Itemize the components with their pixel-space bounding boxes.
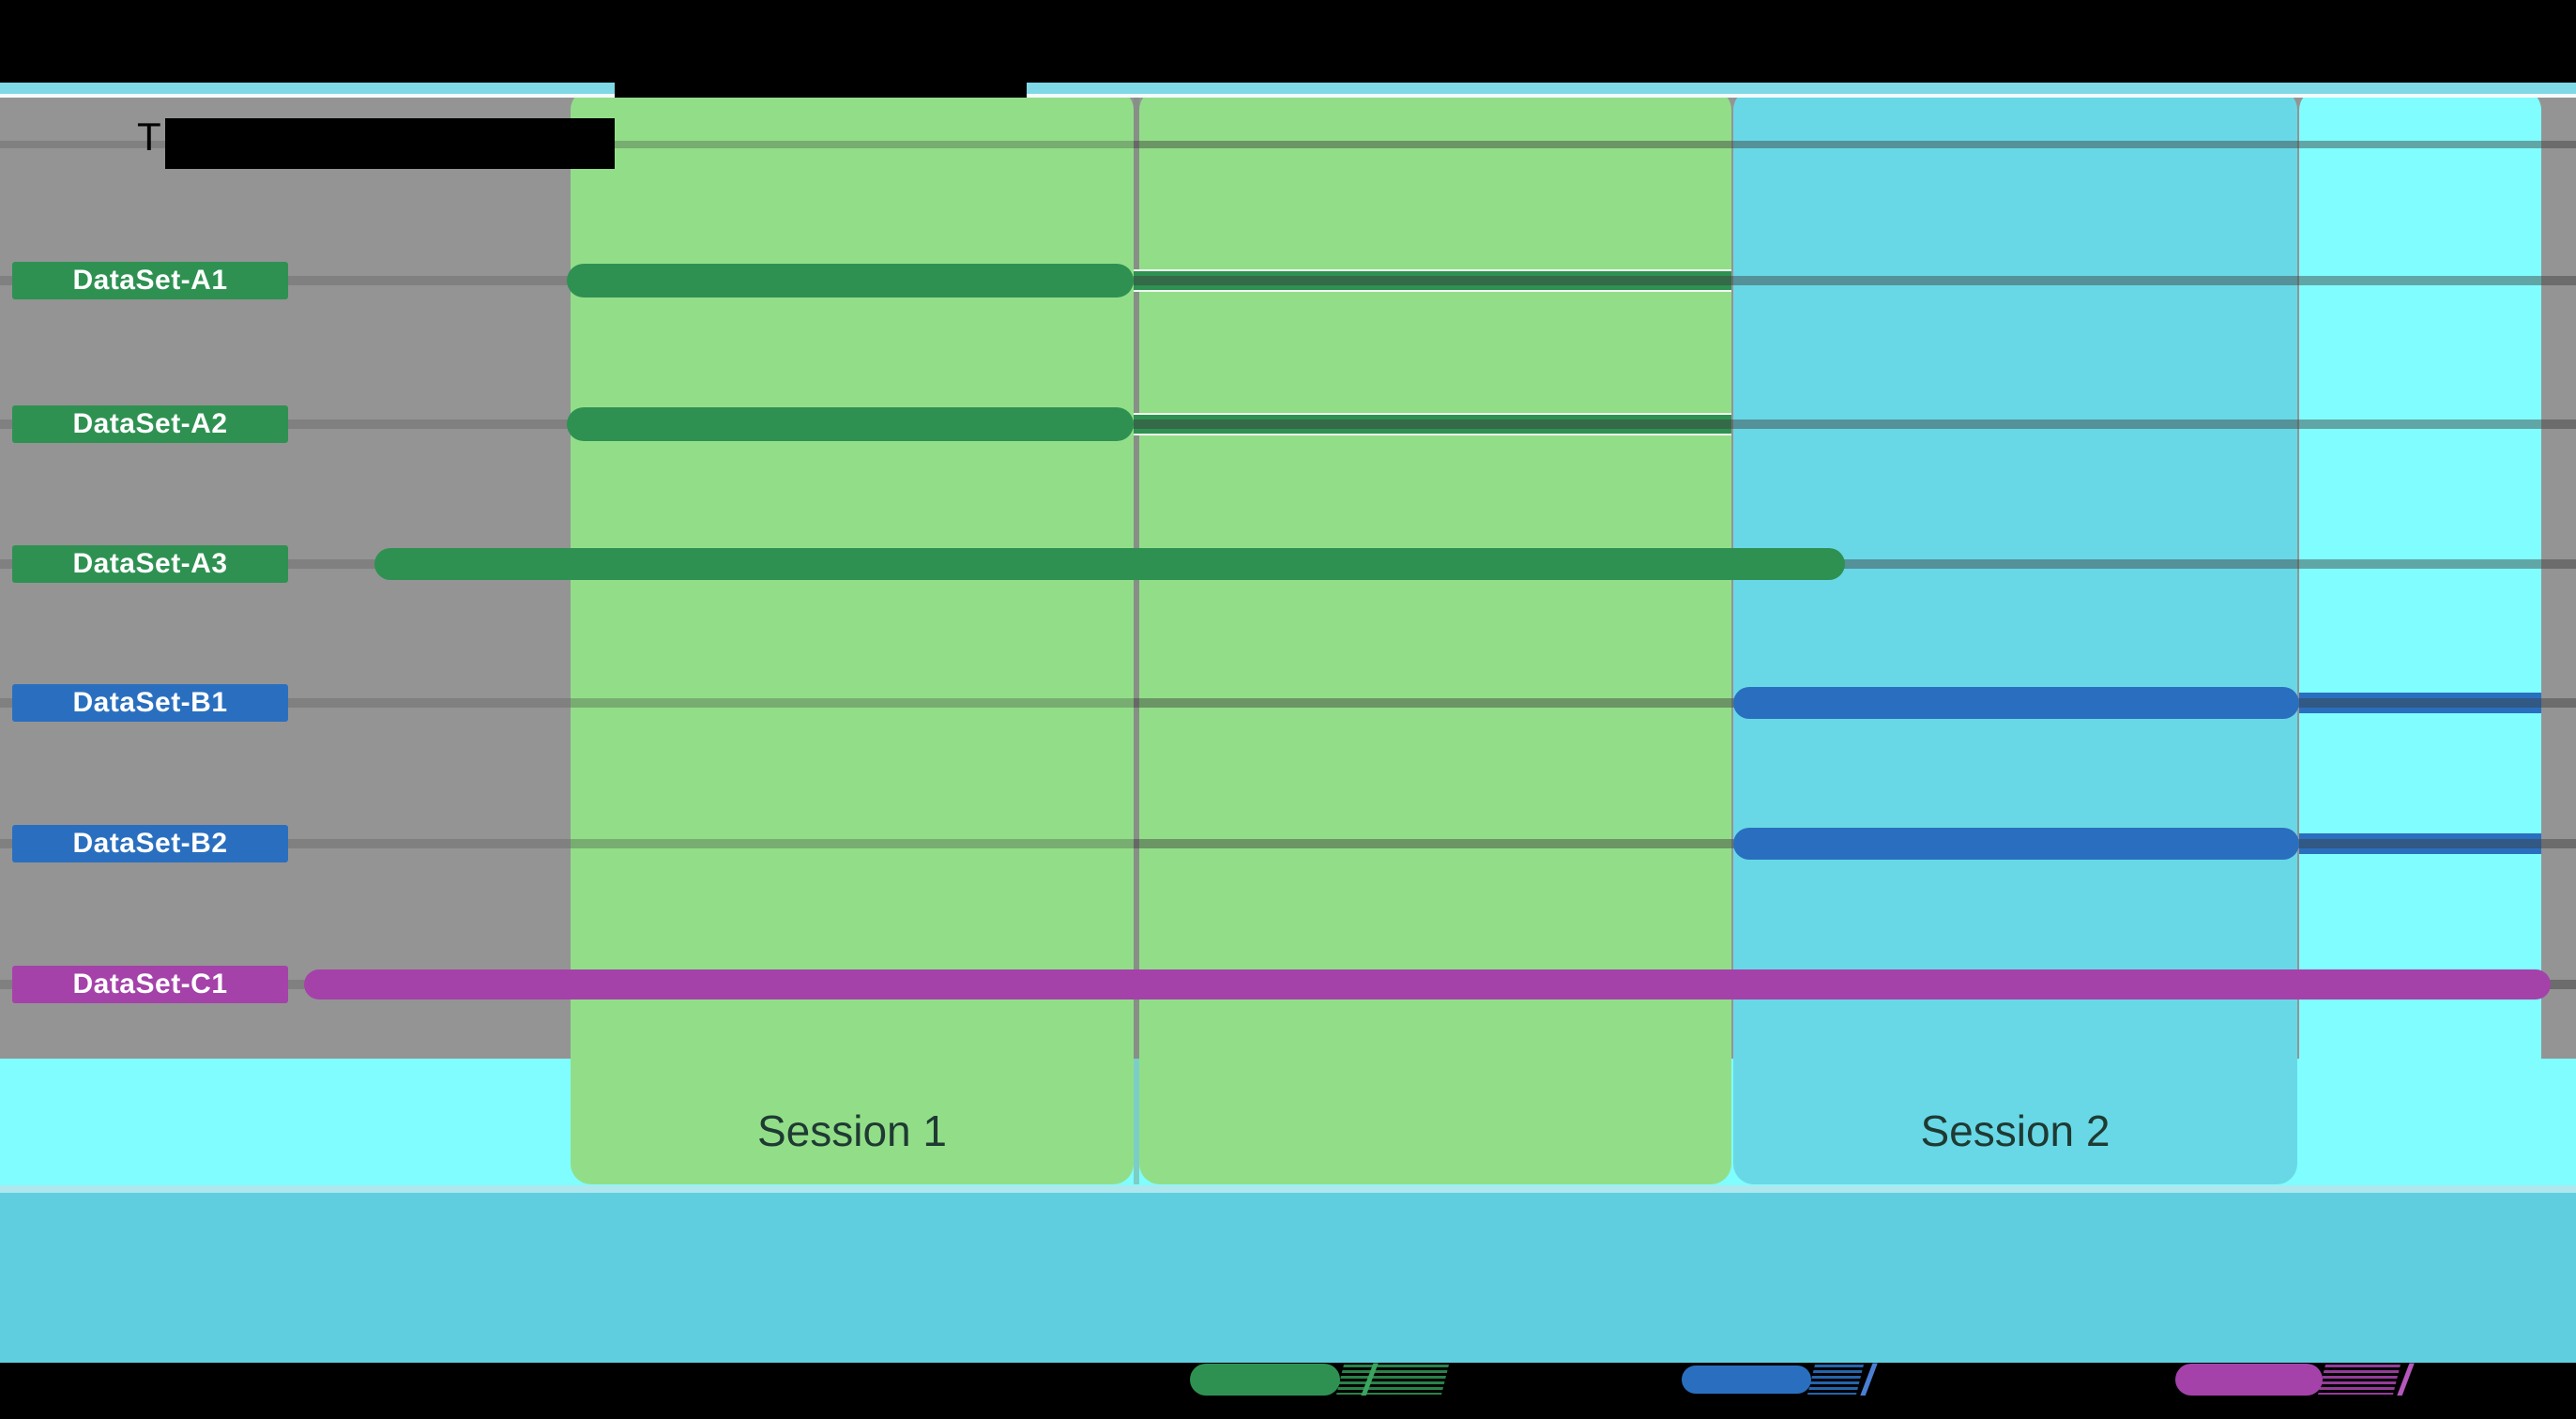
- legend-label-streaks-3: [2318, 1365, 2401, 1395]
- session-band-1: Session 1: [571, 89, 1134, 1184]
- gantt-bar-dataset-a3: [374, 548, 1845, 580]
- leader-line-4-seg-1: [571, 698, 1134, 708]
- retention-strip-row-1: [1134, 269, 1731, 292]
- gantt-bar-dataset-a1: [567, 264, 1134, 298]
- retention-strip-row-4: [2299, 693, 2541, 713]
- retention-strip-row-2: [1134, 413, 1731, 435]
- leader-line-2-seg-2: [1134, 420, 2576, 429]
- session-label: Session 1: [756, 1106, 947, 1155]
- chart-title-fragment: T: [137, 114, 161, 159]
- legend-label-remnant-slash-2: /: [1862, 1355, 1874, 1404]
- legend-label-remnant-slash-3: /: [2399, 1355, 2411, 1404]
- title-redaction-box-upper: [615, 83, 1027, 98]
- legend-swatch-1: [1190, 1364, 1340, 1396]
- leader-line-0-seg-1: [571, 141, 1134, 148]
- legend-swatch-3: [2175, 1364, 2323, 1396]
- row-label-dataset-a3: DataSet-A3: [12, 545, 288, 583]
- title-redaction-box: [165, 118, 615, 169]
- bottom-cyan-band: [0, 1193, 2576, 1363]
- session-band-3: Session 2: [1733, 89, 2297, 1184]
- top-black-band: [0, 0, 2576, 83]
- gantt-bar-dataset-b2: [1733, 828, 2299, 860]
- gantt-bar-dataset-a2: [567, 407, 1134, 441]
- gantt-bar-dataset-c1: [304, 969, 2551, 999]
- row-label-dataset-a2: DataSet-A2: [12, 405, 288, 443]
- top-cyan-strip: [0, 83, 2576, 94]
- leader-line-5-seg-1: [571, 839, 1134, 848]
- row-label-dataset-b1: DataSet-B1: [12, 684, 288, 722]
- legend-swatch-2: [1682, 1366, 1811, 1394]
- pale-separator-line: [0, 1185, 2576, 1193]
- leader-line-3-seg-2: [1134, 559, 2576, 569]
- legend-label-streaks-1: [1336, 1365, 1449, 1395]
- session-band-2: [1139, 89, 1731, 1184]
- leader-line-0-seg-2: [1134, 141, 2576, 148]
- top-strip-underline: [0, 94, 2576, 98]
- row-label-dataset-a1: DataSet-A1: [12, 262, 288, 299]
- legend-label-remnant-slash-1: /: [1363, 1355, 1375, 1404]
- leader-line-1-seg-2: [1134, 276, 2576, 285]
- row-label-dataset-c1: DataSet-C1: [12, 966, 288, 1003]
- session-label: Session 2: [1920, 1106, 2111, 1155]
- session-seam-line: [1134, 89, 1139, 1184]
- session-band-4: [2299, 89, 2541, 1184]
- retention-strip-row-5: [2299, 833, 2541, 854]
- gantt-bar-dataset-b1: [1733, 687, 2299, 719]
- legend-label-streaks-2: [1807, 1365, 1864, 1395]
- row-label-dataset-b2: DataSet-B2: [12, 825, 288, 862]
